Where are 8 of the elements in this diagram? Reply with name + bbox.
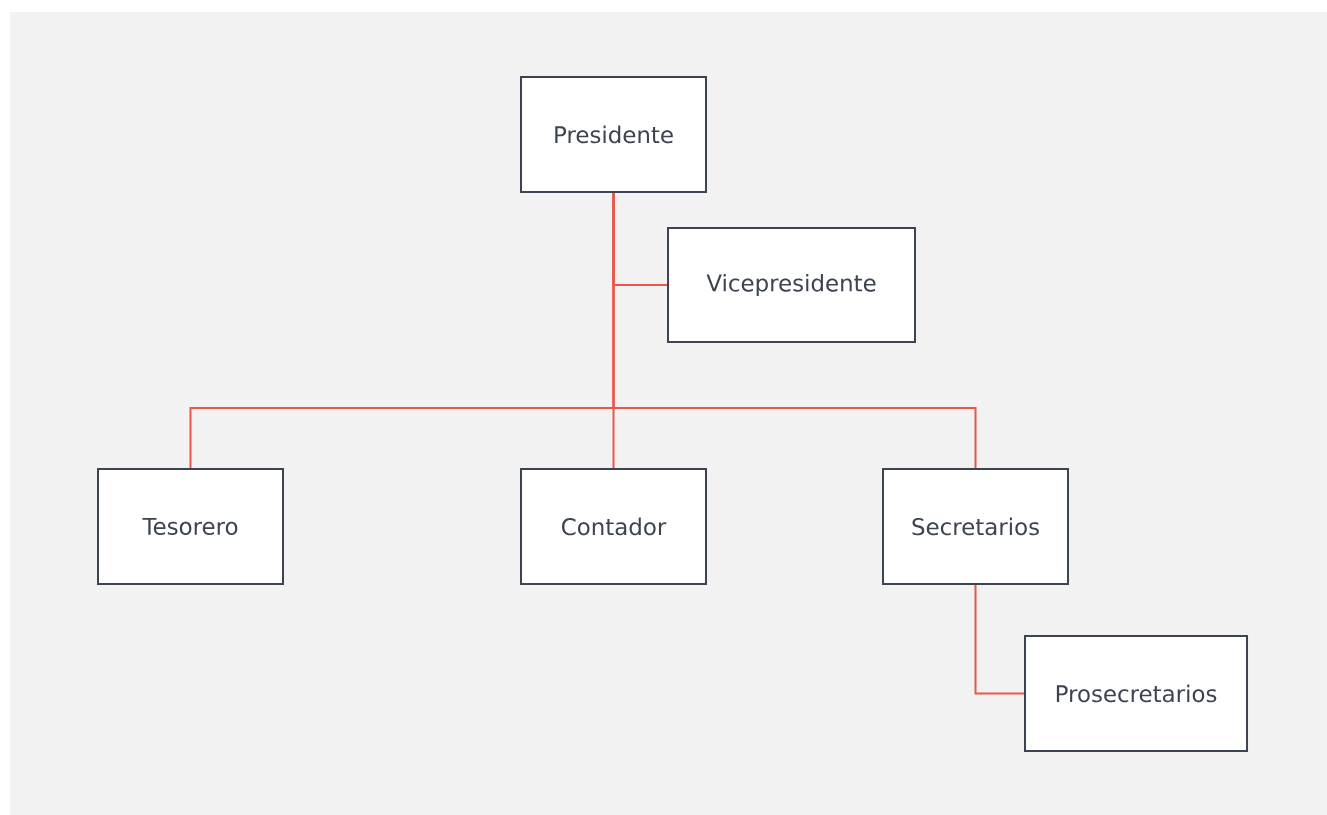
org-box: Secretarios: [882, 468, 1069, 585]
connector-line: [974, 584, 1025, 695]
org-box: Tesorero: [97, 468, 284, 585]
org-box: Presidente: [520, 76, 707, 193]
org-box: Contador: [520, 468, 707, 585]
connector-line: [612, 192, 977, 469]
org-box: Prosecretarios: [1024, 635, 1248, 752]
org-box: Vicepresidente: [667, 227, 916, 343]
